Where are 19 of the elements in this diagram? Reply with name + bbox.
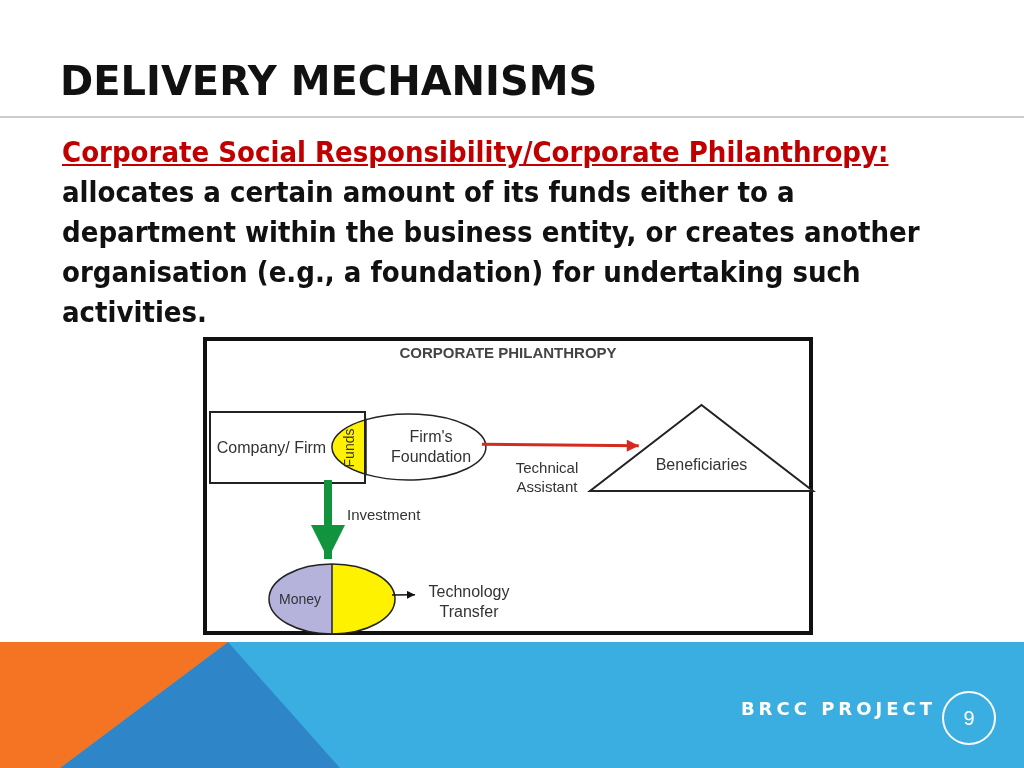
process-box: [209, 411, 332, 484]
arrow: [482, 439, 639, 452]
money-ellipse: [268, 563, 396, 635]
footer-text: BRCC PROJECT: [739, 698, 936, 719]
node-label: Funds: [340, 428, 358, 467]
node-label: 9: [963, 708, 975, 728]
node-label: Company/ Firm: [216, 437, 327, 458]
funds-segment: [332, 411, 366, 484]
node-label: Firm's Foundation: [389, 427, 473, 467]
beneficiaries-triangle: [589, 404, 814, 492]
node-label: Beneficiaries: [655, 455, 748, 475]
diagram-heading: CORPORATE PHILANTHROPY: [399, 343, 617, 363]
page-number: [942, 691, 996, 745]
diagram-frame: [203, 337, 813, 635]
node-label: Money: [279, 590, 321, 609]
slide-title: DELIVERY MECHANISMS: [60, 58, 598, 104]
arrow: [391, 590, 416, 599]
node-label: Technology Transfer: [427, 582, 511, 622]
body-paragraph: Corporate Social Responsibility/Corporate Philanthropy: allocates a certain amount of its funds either to a department within the business entity, or creates another organisation (e.g., a foundation) for undertaking such activities.: [62, 134, 921, 331]
